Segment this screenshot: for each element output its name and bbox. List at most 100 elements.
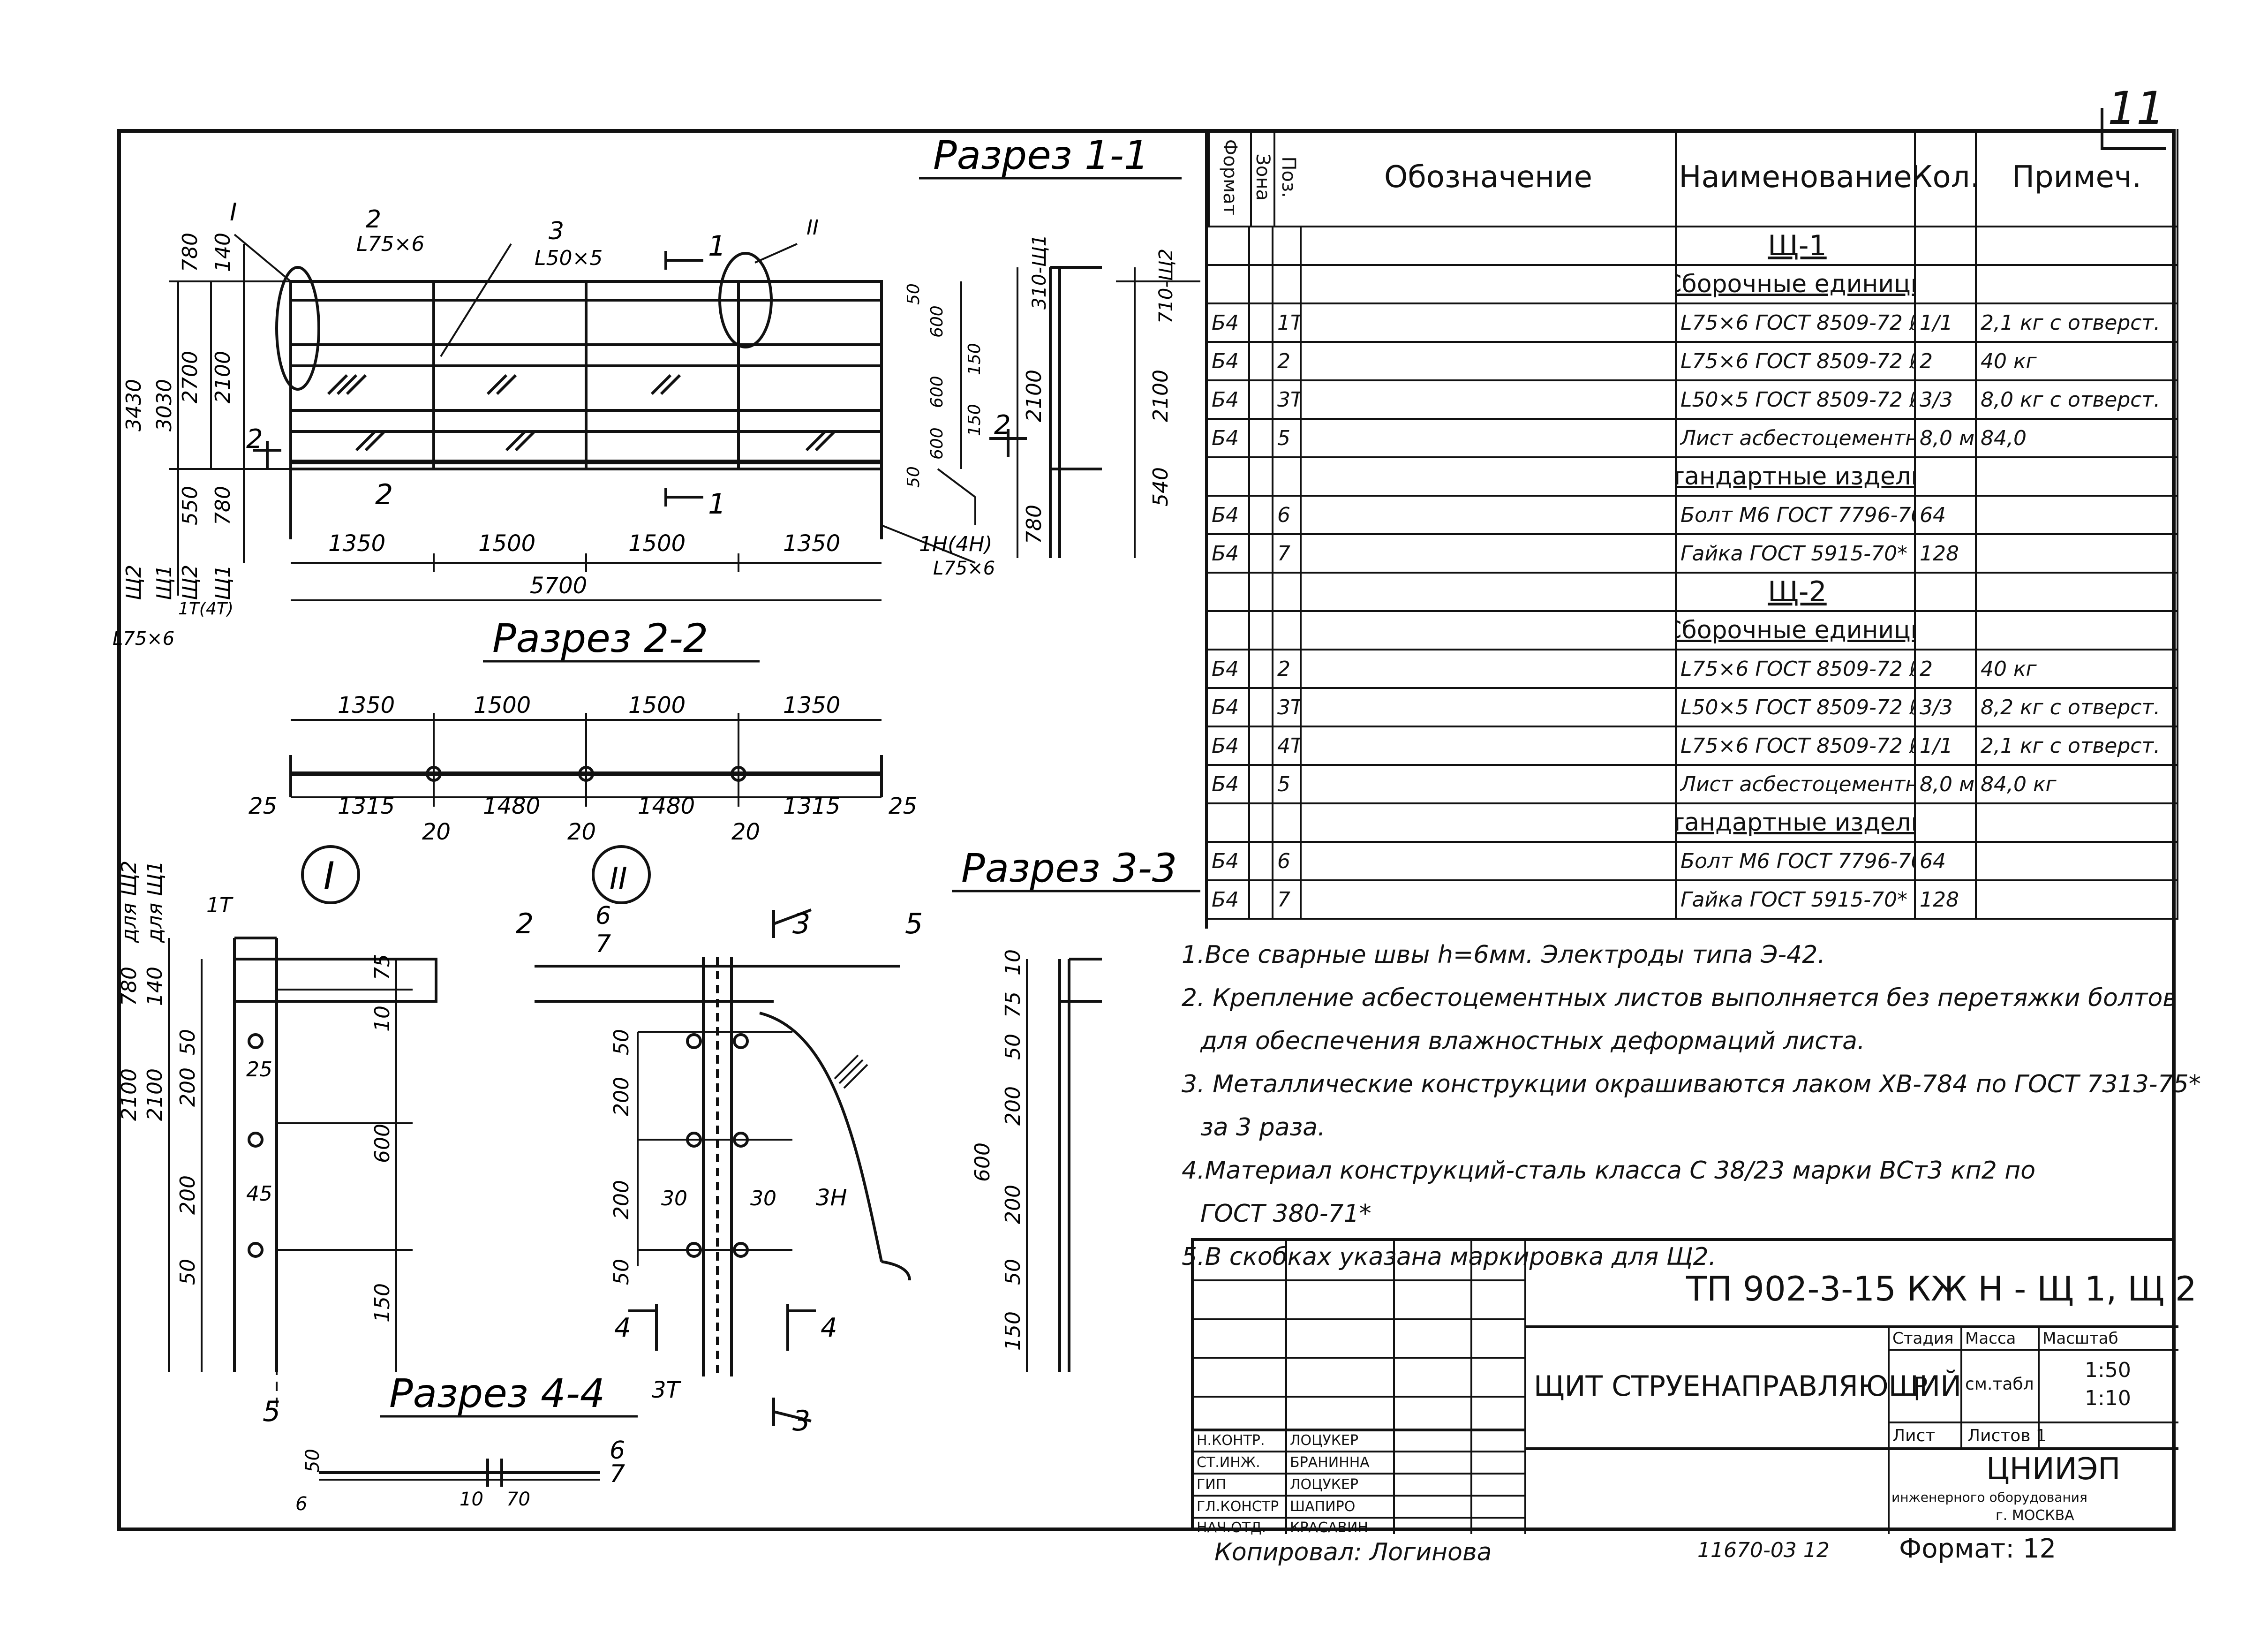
spec-row: Щ-2 [1208,574,2178,612]
label-shch2: Щ2 [122,565,146,600]
label-shch1: Щ1 [152,565,176,600]
nodeI-dim-600: 600 [370,1124,394,1163]
note-line: 2. Крепление асбестоцементных листов вып… [1182,984,2177,1012]
dim22-1350-a: 1350 [338,692,395,718]
dim22-25-a: 25 [249,793,277,819]
dim-2100-side-b: 2100 [1149,370,1173,422]
s44-dim-10: 10 [460,1489,483,1510]
sheet-number: 11 [2108,82,2165,135]
dim-3030: 3030 [152,379,176,431]
dim-2100-side: 2100 [1022,370,1046,422]
scale-value-1: 1:50 [2085,1358,2131,1382]
spec-cell-pos: 5 [1277,426,1290,450]
section-2-2-title: Разрез 2-2 [492,615,708,661]
dim-710: 710-Щ2 [1155,249,1177,324]
pos-3-label: 3 [549,217,564,245]
dim22-20-a: 20 [422,819,451,845]
spec-row: Щ-1 [1208,227,2178,266]
nodeII-dim-30-a: 30 [661,1187,687,1210]
dim-5700: 5700 [530,573,587,599]
nodeI-dim-780: 780 [117,967,141,1006]
spec-cell-format: Б4 [1212,695,1239,719]
org-city: г. МОСКВА [1996,1507,2074,1524]
for-shch1-label: для Щ1 [143,861,167,943]
spec-cell-note: 40 кг [1981,657,2037,681]
s33-dim-50-b: 50 [1001,1259,1025,1285]
role-label: Н.КОНТР. [1197,1432,1265,1449]
sheet-header: Лист [1892,1426,1936,1445]
spec-cell-qty: 8,0 м² [1920,772,1977,796]
spec-cell-name: Болт М6 ГОСТ 7796-70* [1680,849,1916,873]
angle-75x6-left: L75×6 [113,628,174,650]
spec-cell-name: L75×6 ГОСТ 8509-72 ℓ=5700 мм [1680,657,1914,681]
spec-group-title: Стандартные изделия [1677,809,1914,837]
sheet-format: Формат: 12 [1899,1534,2057,1564]
spec-cell-format: Б4 [1212,772,1239,796]
angle-50x5-label: L50×5 [535,246,603,270]
spec-row: Сборочные единицы [1208,266,2178,304]
pos-1n-label: 1H(4H) [919,532,993,556]
dim-600-c: 600 [927,427,947,460]
cut-1-bottom: 1 [708,488,726,521]
spec-header-zone: Зона [1252,153,1273,201]
s44-pos-6: 6 [610,1437,625,1465]
note-line: за 3 раза. [1200,1113,1326,1142]
stage-value: Р [1914,1372,1928,1399]
spec-row: Сборочные единицы [1208,612,2178,650]
nodeI-dim-200-a: 200 [176,1067,200,1107]
section-1-1-title: Разрез 1-1 [933,132,1149,178]
spec-cell-name: L75×6 ГОСТ 8509-72 ℓ=3030 мм [1680,310,1914,335]
spec-cell-name: Лист асбестоцементный δ=6 мм ГОСТ 18124-… [1680,426,1914,450]
dim22-1500-a: 1500 [474,692,531,718]
label-shch2-b: Щ2 [178,565,202,600]
cut-2-right: 2 [994,410,1011,440]
nodeII-pos-3t: 3T [652,1377,682,1403]
spec-cell-format: Б4 [1212,349,1239,373]
dim-550: 550 [178,486,202,525]
s33-dim-150: 150 [1001,1311,1025,1351]
label-shch1-b: Щ1 [211,565,235,600]
spec-cell-name: L75×6 ГОСТ 8509-72 ℓ=5700 мм [1680,349,1914,373]
spec-header-qty: Кол. [1916,160,1977,195]
spec-cell-note: 8,2 кг с отверст. [1981,695,2161,719]
note-line: 5.В скобках указана маркировка для Щ2. [1182,1243,1717,1271]
s33-dim-600: 600 [971,1142,995,1182]
nodeII-pos-2: 2 [516,907,534,940]
spec-cell-note: 40 кг [1981,349,2037,373]
pos-1t4t-label: 1T(4T) [178,599,234,619]
spec-cell-pos: 1Т/Н [1277,310,1302,335]
spec-cell-format: Б4 [1212,541,1239,566]
node-II-label: II [610,862,627,896]
s44-dim-70: 70 [506,1489,530,1510]
spec-cell-note: 2,1 кг с отверст. [1981,310,2161,335]
spec-cell-qty: 8,0 м² [1920,426,1977,450]
spec-cell-pos: 7 [1277,541,1290,566]
spec-cell-qty: 64 [1920,503,1946,527]
spec-header-name: Наименование [1679,160,1912,195]
nodeI-dim-200-b: 200 [176,1175,200,1215]
drawing-frame [117,129,2176,1531]
spec-cell-qty: 2 [1920,349,1933,373]
dim-2700: 2700 [178,351,202,403]
spec-cell-qty: 1/1 [1920,310,1953,335]
spec-cell-name: Гайка ГОСТ 5915-70* [1680,541,1908,566]
dim22-20-b: 20 [567,819,596,845]
mass-header: Масса [1965,1329,2016,1348]
spec-header-note: Примеч. [2012,160,2142,195]
spec-cell-name: L50×5 ГОСТ 8509-72 ℓ=2100 мм [1680,387,1914,412]
spec-cell-note: 84,0 [1981,426,2027,450]
role-person: ЛОЦУКЕР [1290,1476,1359,1493]
nodeII-pos-6: 6 [595,902,611,930]
spec-cell-format: Б4 [1212,849,1239,873]
section-4-4-title: Разрез 4-4 [389,1370,605,1416]
sheets-header: Листов 1 [1967,1426,2047,1445]
nodeI-dim-2100-a: 2100 [117,1068,141,1121]
spec-header-designation: Обозначение [1384,160,1593,195]
dim22-1350-b: 1350 [783,692,840,718]
dim-1500-b: 1500 [628,530,686,557]
for-shch2-label: для Щ2 [117,861,141,943]
dim-780: 780 [211,486,235,525]
